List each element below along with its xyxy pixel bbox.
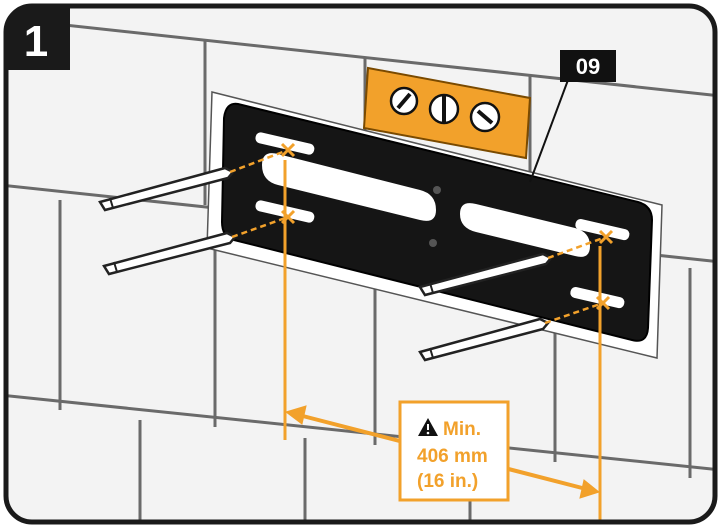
screw-alignment-guides	[229, 148, 607, 325]
note-line-inches: (16 in.)	[417, 471, 478, 492]
spirit-level-icon	[362, 66, 532, 160]
part-label: 09	[576, 54, 600, 79]
note-line-min: Min.	[443, 419, 481, 440]
min-spacing-note: Min. 406 mm (16 in.)	[398, 400, 510, 502]
screw-icon	[98, 166, 553, 362]
panel-frame	[3, 3, 718, 525]
dimension-extension-lines	[283, 160, 602, 522]
step-badge: 1	[6, 6, 70, 70]
note-line-mm: 406 mm	[417, 446, 488, 467]
warning-triangle-icon	[418, 418, 438, 436]
part-callout: 09	[529, 50, 616, 183]
step-number: 1	[24, 17, 48, 66]
